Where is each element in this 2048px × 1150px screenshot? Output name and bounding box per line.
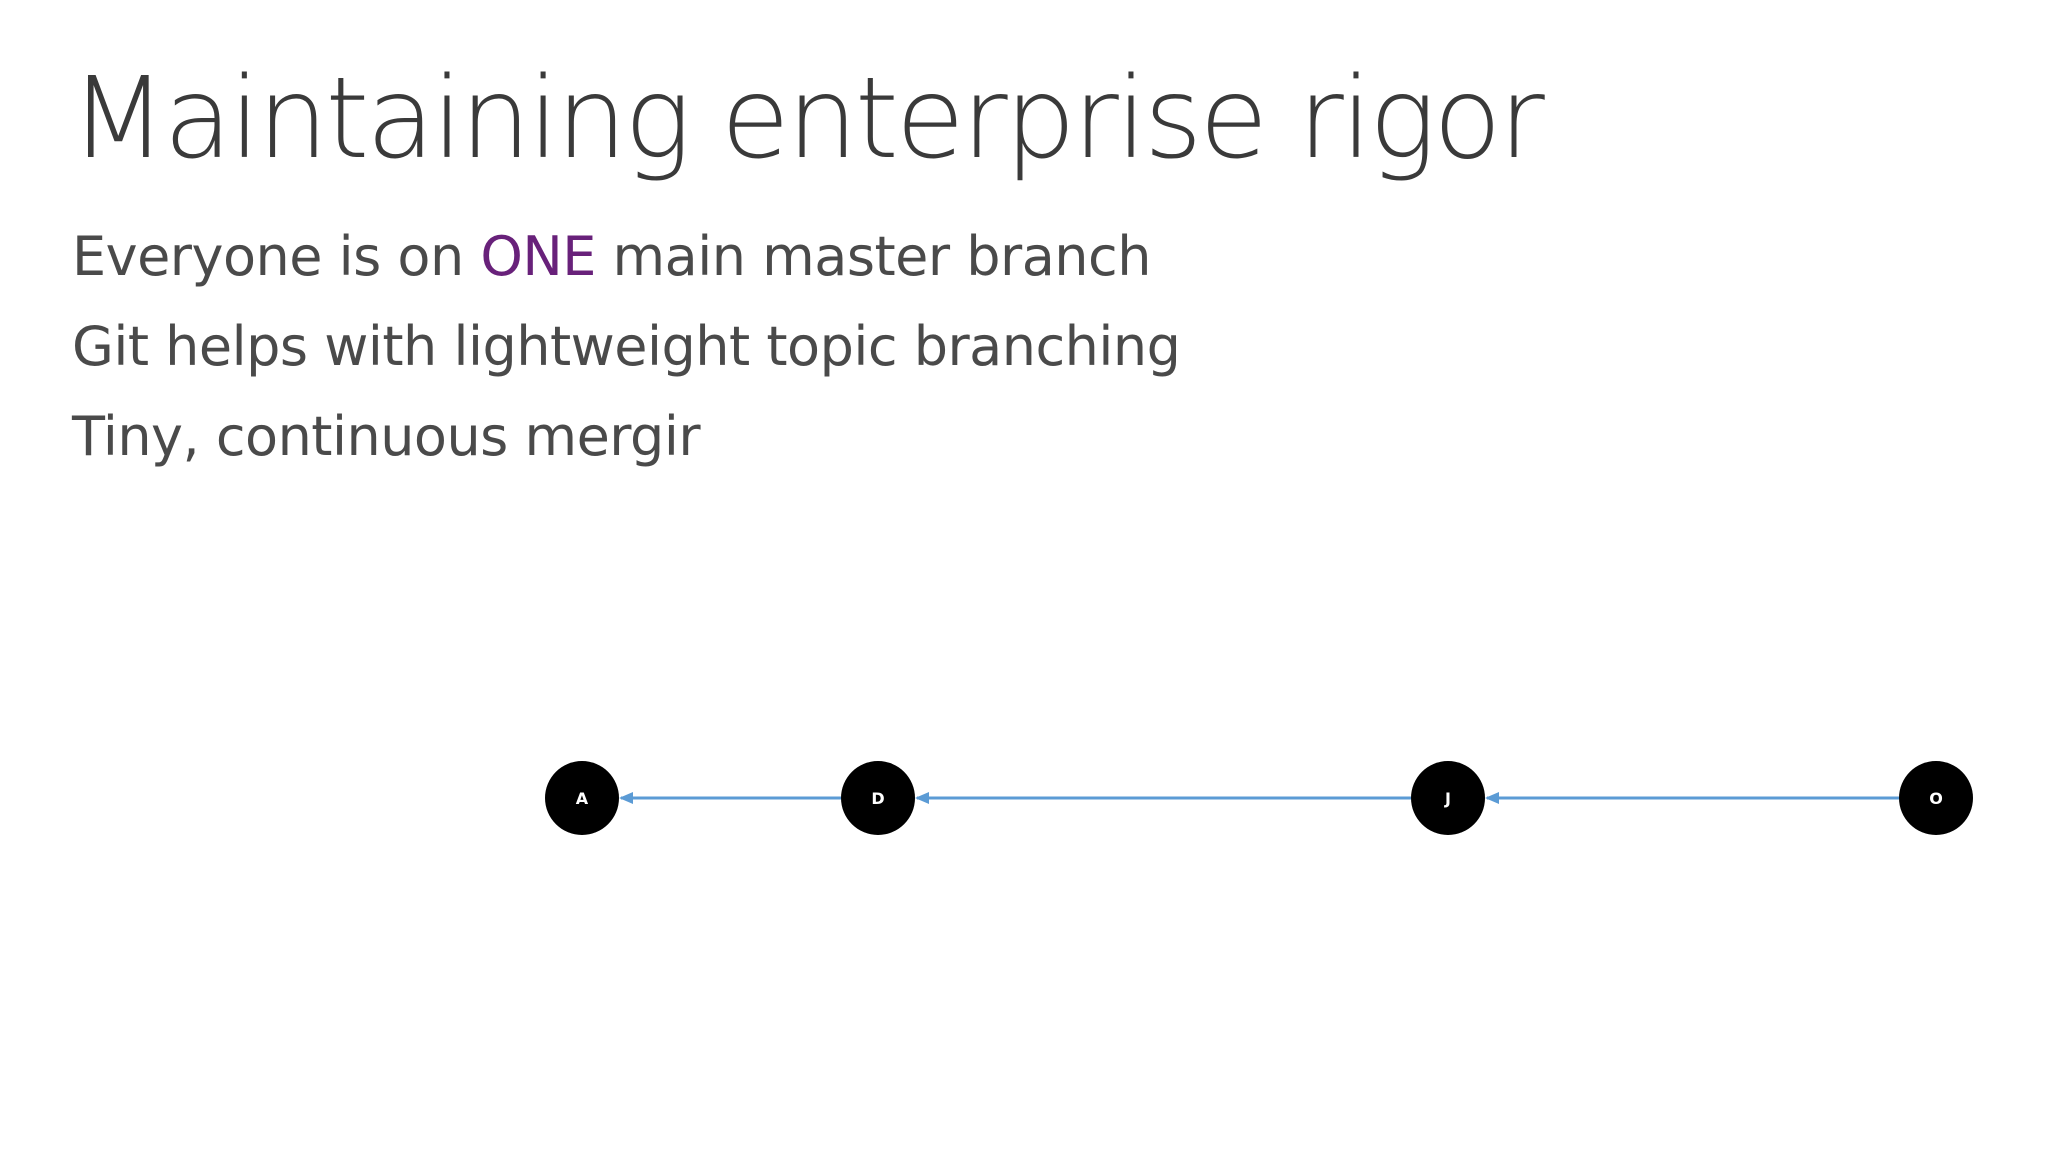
bullet-item: Everyone is on ONE main master branch: [72, 212, 1180, 302]
commit-label: J: [1444, 789, 1451, 808]
commit-circle: [1411, 761, 1485, 835]
commit-node-J: J: [1411, 761, 1485, 835]
bullet-text: Git helps with lightweight topic branchi…: [72, 315, 1181, 378]
commit-node-O: O: [1899, 761, 1973, 835]
slide-title: Maintaining enterprise rigor: [70, 54, 1545, 184]
bullet-text: Tiny, continuous mergir: [72, 405, 701, 468]
commit-circle: [1899, 761, 1973, 835]
commit-label: O: [1929, 789, 1943, 808]
bullet-highlight: ONE: [480, 225, 596, 288]
commit-circle: [545, 761, 619, 835]
bullet-text: main master branch: [595, 225, 1152, 288]
bullet-list: Everyone is on ONE main master branch Gi…: [72, 212, 1181, 482]
commit-node-A: A: [545, 761, 619, 835]
commit-circle: [841, 761, 915, 835]
bullet-text: Everyone is on: [72, 225, 481, 288]
bullet-item: Tiny, continuous mergir: [72, 392, 1180, 482]
commit-node-D: D: [841, 761, 915, 835]
commit-label: D: [871, 789, 884, 808]
bullet-item: Git helps with lightweight topic branchi…: [72, 302, 1181, 392]
commit-label: A: [576, 789, 589, 808]
